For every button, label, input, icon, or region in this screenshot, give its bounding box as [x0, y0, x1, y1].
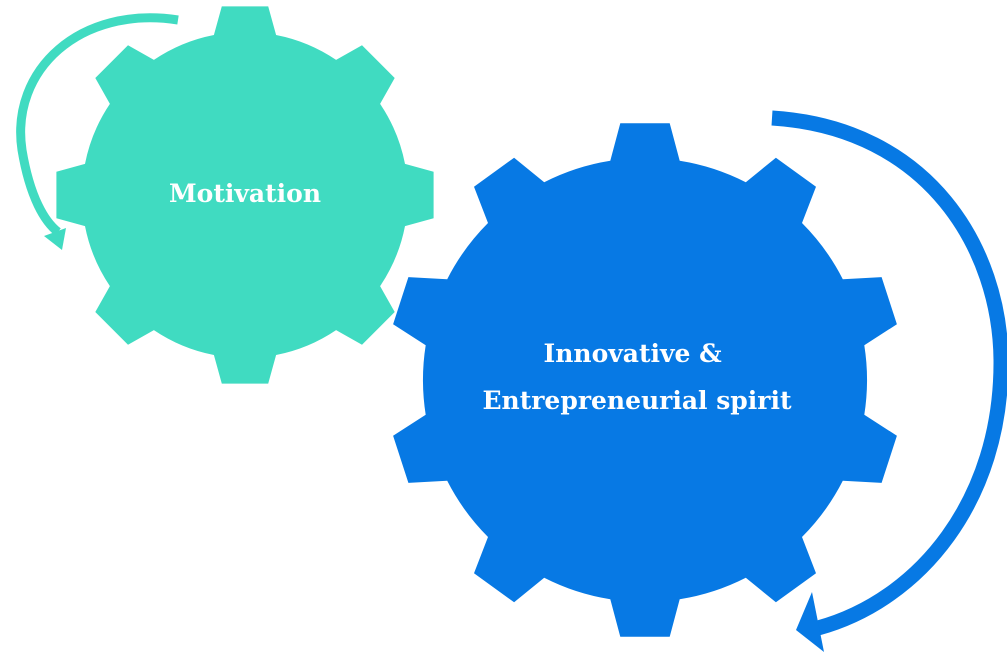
large-gear-label-line-2: Entrepreneurial spirit [482, 386, 791, 415]
small-gear: Motivation [16, 6, 434, 384]
small-arrow-head [44, 228, 66, 250]
small-gear-icon [56, 6, 434, 384]
counterclockwise-arrow-icon [16, 13, 179, 236]
large-gear: Innovative & Entrepreneurial spirit [393, 110, 1007, 652]
large-gear-label: Innovative & Entrepreneurial spirit [482, 339, 791, 415]
large-arrow-head [796, 592, 824, 652]
large-gear-icon [393, 123, 897, 637]
small-gear-label: Motivation [169, 179, 321, 208]
small-gear-label-line-1: Motivation [169, 179, 321, 208]
large-gear-label-line-1: Innovative & [544, 339, 723, 368]
clockwise-arrow-icon [771, 110, 1007, 636]
